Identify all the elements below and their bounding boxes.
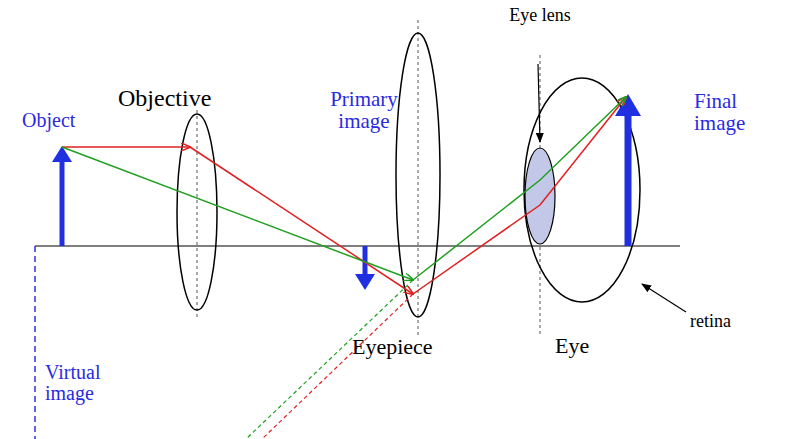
lens-plane bbox=[418, 20, 419, 335]
green-ray-extension bbox=[246, 280, 413, 439]
lens-plane bbox=[197, 110, 198, 320]
label: Virtual image bbox=[45, 362, 125, 404]
label: Eye bbox=[555, 334, 615, 357]
red-ray bbox=[190, 147, 413, 294]
virtual-image-plane bbox=[34, 246, 36, 439]
leader-line bbox=[538, 64, 540, 142]
eyeball bbox=[524, 78, 640, 302]
label: Eyepiece bbox=[352, 335, 462, 358]
object-arrow-head bbox=[52, 146, 72, 162]
eye-lens bbox=[525, 148, 555, 244]
label: retina bbox=[690, 312, 760, 331]
label: Objective bbox=[118, 86, 238, 111]
eyepiece-lens bbox=[396, 33, 440, 317]
red-ray-extension bbox=[262, 294, 413, 439]
final-image-arrow bbox=[625, 112, 632, 246]
primary-image-arrow-head bbox=[355, 274, 375, 290]
objective-lens bbox=[177, 114, 217, 310]
optical-axis bbox=[35, 245, 680, 246]
label: Object bbox=[22, 110, 92, 131]
green-ray bbox=[413, 97, 626, 280]
green-ray bbox=[62, 147, 413, 280]
label: Primary image bbox=[318, 88, 410, 132]
red-ray bbox=[62, 146, 190, 148]
object-arrow bbox=[60, 160, 65, 246]
label: Eye lens bbox=[505, 6, 575, 25]
leader-line bbox=[642, 284, 686, 312]
label: Final image bbox=[694, 90, 774, 134]
red-ray bbox=[413, 97, 626, 294]
